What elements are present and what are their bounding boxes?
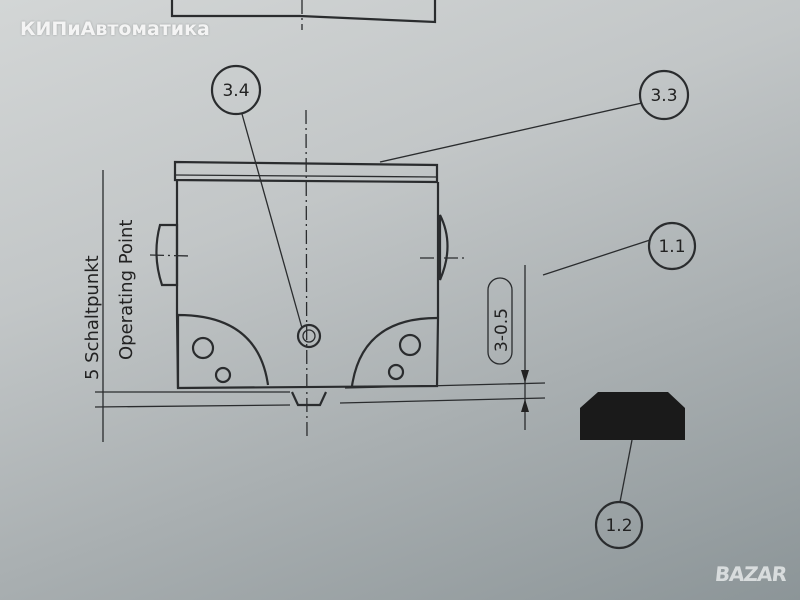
callout-3-4: 3.4 xyxy=(210,64,303,329)
actuating-cam xyxy=(580,392,685,440)
dimension-pill xyxy=(487,277,513,365)
operating-point-dimension xyxy=(94,170,546,442)
callout-3-3: 3.3 xyxy=(379,69,690,163)
callout-1-2: 1.2 xyxy=(594,439,644,550)
svg-text:3.3: 3.3 xyxy=(650,86,677,106)
left-plunger xyxy=(155,223,179,287)
switch-body xyxy=(149,109,465,441)
watermark: КИПиАвтоматика xyxy=(20,18,210,40)
callout-1-1: 1.1 xyxy=(542,221,697,276)
right-plunger xyxy=(438,214,449,281)
upper-part-outline xyxy=(170,0,437,24)
dimension-value: 3-0.5 xyxy=(492,308,512,352)
actuator-tip xyxy=(291,391,327,407)
adjust-screw xyxy=(296,323,322,349)
right-mounting-lug xyxy=(350,316,438,387)
label-schaltpunkt: 5 Schaltpunkt xyxy=(82,255,103,380)
svg-text:3.4: 3.4 xyxy=(222,81,249,101)
label-operating-point: Operating Point xyxy=(116,220,137,360)
bazar-logo: BAZAR xyxy=(713,562,788,586)
body-centerline xyxy=(305,109,308,441)
svg-text:1.1: 1.1 xyxy=(658,237,685,257)
left-mounting-lug xyxy=(176,313,270,388)
svg-text:1.2: 1.2 xyxy=(605,516,632,536)
